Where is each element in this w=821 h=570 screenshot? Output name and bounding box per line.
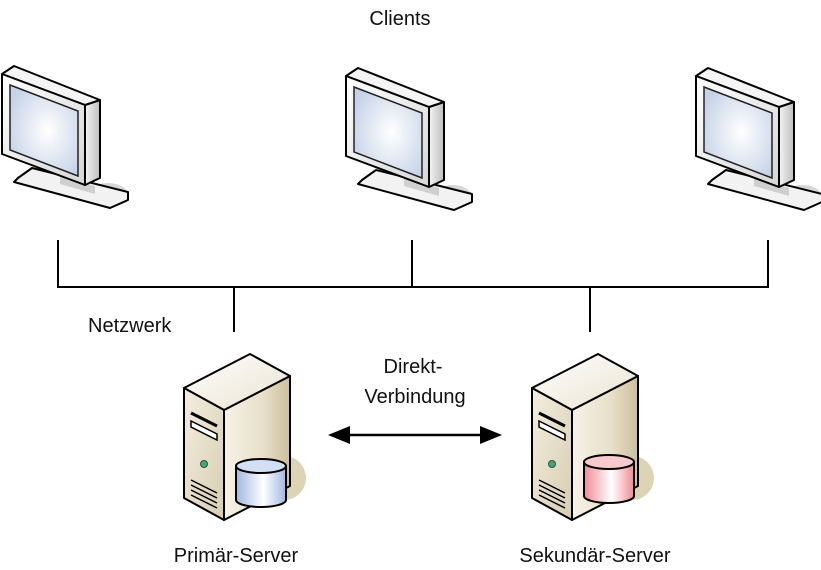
secondary-server[interactable] [530, 352, 656, 522]
monitor-icon [345, 67, 473, 211]
direct-link-label-line-1: Direkt- [384, 356, 443, 378]
arrow-left-icon [328, 426, 350, 444]
monitor-icon [695, 67, 821, 211]
client-monitor-2[interactable] [345, 67, 473, 211]
direct-link-arrow [328, 426, 502, 444]
monitor-icon [1, 65, 129, 209]
primary-server-label: Primär-Server [174, 545, 299, 567]
direct-link-label-line-2: Verbindung [364, 386, 465, 408]
client-monitor-1[interactable] [1, 65, 129, 209]
clients-title: Clients [369, 8, 430, 30]
database-icon [235, 458, 287, 508]
primary-server[interactable] [182, 352, 308, 522]
network-label: Netzwerk [88, 315, 172, 337]
arrow-right-icon [480, 426, 502, 444]
database-icon [583, 454, 635, 504]
client-monitor-3[interactable] [695, 67, 821, 211]
secondary-server-label: Sekundär-Server [519, 545, 671, 567]
network-bus [57, 240, 769, 332]
